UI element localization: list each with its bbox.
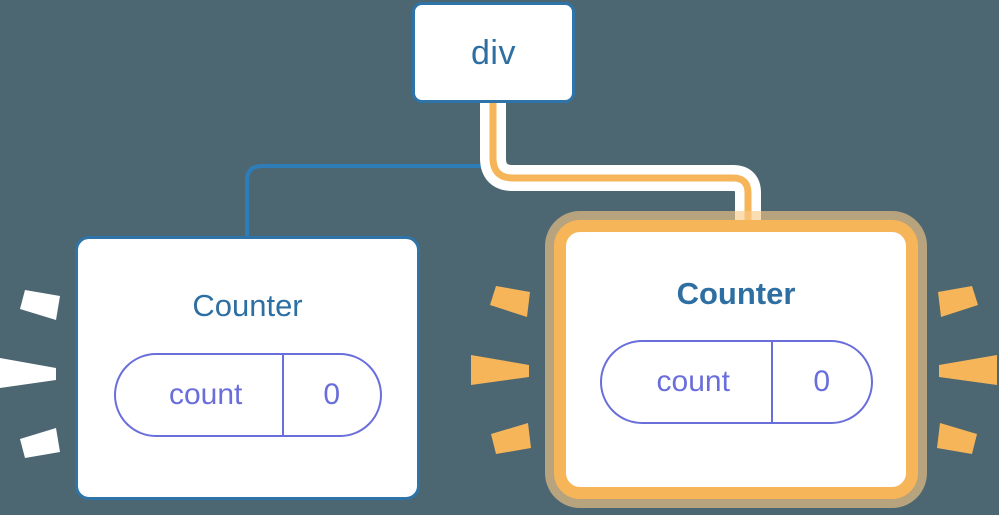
burst-right-counter-left — [471, 286, 531, 454]
state-value-left: 0 — [281, 355, 380, 435]
node-div-label: div — [471, 33, 516, 72]
ray-orange-right-lower — [937, 423, 977, 454]
state-pill-left: count 0 — [113, 353, 382, 437]
node-div[interactable]: div — [412, 2, 575, 103]
burst-left-counter — [0, 290, 60, 458]
edge-div-to-counter-left — [245, 103, 495, 238]
ray-orange-right-upper — [938, 286, 978, 317]
ray-white-upper — [20, 290, 60, 320]
state-key-right: count — [656, 365, 730, 398]
node-counter-right[interactable]: Counter count 0 — [554, 220, 918, 499]
ray-orange-left-upper — [490, 286, 530, 317]
node-counter-left[interactable]: Counter count 0 — [75, 236, 420, 500]
node-counter-left-label: Counter — [192, 288, 303, 323]
ray-orange-left-middle — [471, 355, 529, 385]
state-pill-right: count 0 — [599, 340, 873, 424]
ray-orange-right-middle — [939, 355, 997, 385]
node-counter-right-label: Counter — [676, 276, 796, 311]
state-key-left: count — [168, 378, 243, 411]
burst-right-counter-right — [937, 286, 997, 454]
edge-div-to-counter-right — [489, 100, 752, 232]
ray-white-lower — [20, 428, 60, 458]
ray-white-middle — [0, 358, 56, 388]
state-value-right: 0 — [770, 342, 871, 422]
ray-orange-left-lower — [491, 423, 531, 454]
